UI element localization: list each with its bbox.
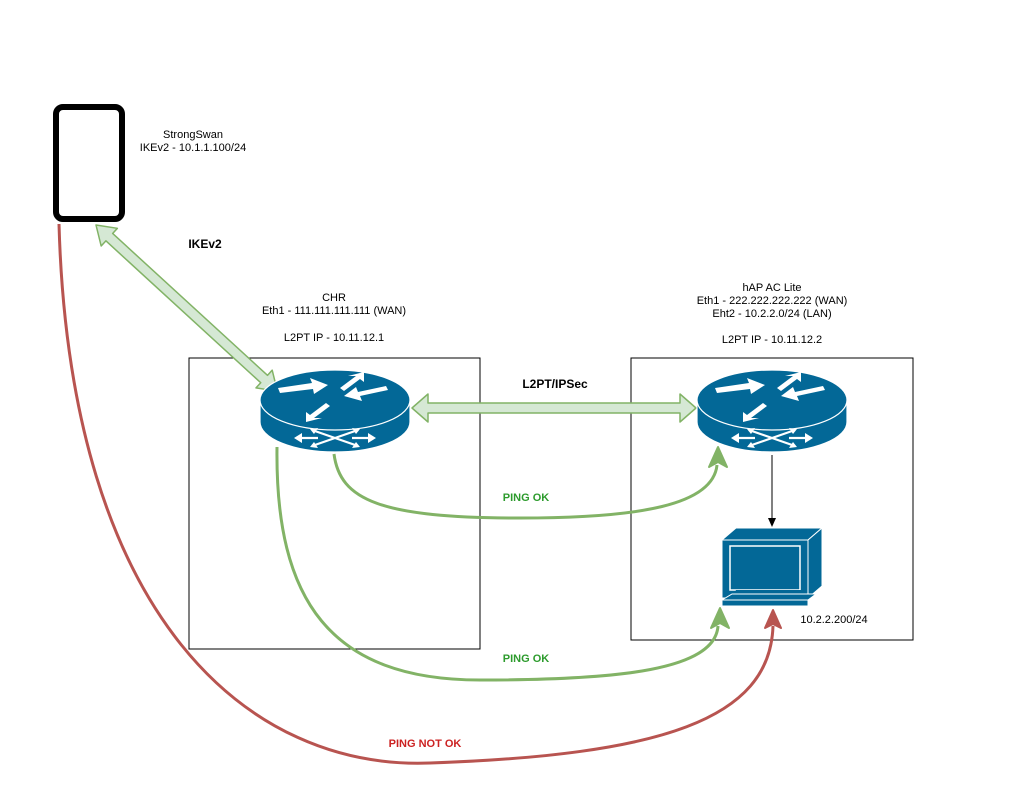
phone-icon [53, 104, 125, 222]
pc-address-label: 10.2.2.200/24 [800, 614, 868, 626]
lan-link-arrowhead [768, 518, 776, 527]
chr-router-icon [259, 369, 411, 453]
phone-address-label: IKEv2 - 10.1.1.100/24 [139, 142, 247, 154]
hap-eth1-label: Eth1 - 222.222.222.222 (WAN) [696, 295, 848, 307]
ping-ok-arrow-hap [332, 453, 719, 520]
ping-ok-arrowhead-pc [710, 607, 730, 629]
pc-icon [720, 526, 824, 607]
chr-eth1-label: Eth1 - 111.111.111.111 (WAN) [261, 305, 407, 317]
ping-ok-label-pc: PING OK [502, 653, 550, 665]
ping-not-ok-arrowhead [764, 609, 782, 629]
ping-not-ok-label: PING NOT OK [388, 738, 462, 750]
hap-eth2-label: Eht2 - 10.2.2.0/24 (LAN) [712, 308, 832, 320]
ping-not-ok-arrow [57, 223, 775, 765]
ping-ok-arrowhead-hap [708, 446, 728, 468]
chr-l2pt-ip-label: L2PT IP - 10.11.12.1 [283, 332, 385, 344]
phone-app-label: StrongSwan [163, 129, 223, 141]
ping-ok-label-hap: PING OK [502, 492, 550, 504]
ikev2-link-label: IKEv2 [188, 237, 222, 251]
hap-name-label: hAP AC Lite [742, 282, 802, 294]
chr-name-label: CHR [322, 292, 346, 304]
hap-router-icon [696, 369, 848, 453]
hap-l2pt-ip-label: L2PT IP - 10.11.12.2 [721, 334, 823, 346]
chr-site-box [188, 357, 481, 650]
l2pt-ipsec-link-label: L2PT/IPSec [522, 377, 588, 391]
ping-ok-arrow-pc [275, 446, 720, 682]
l2pt-tunnel-arrow [411, 393, 697, 423]
